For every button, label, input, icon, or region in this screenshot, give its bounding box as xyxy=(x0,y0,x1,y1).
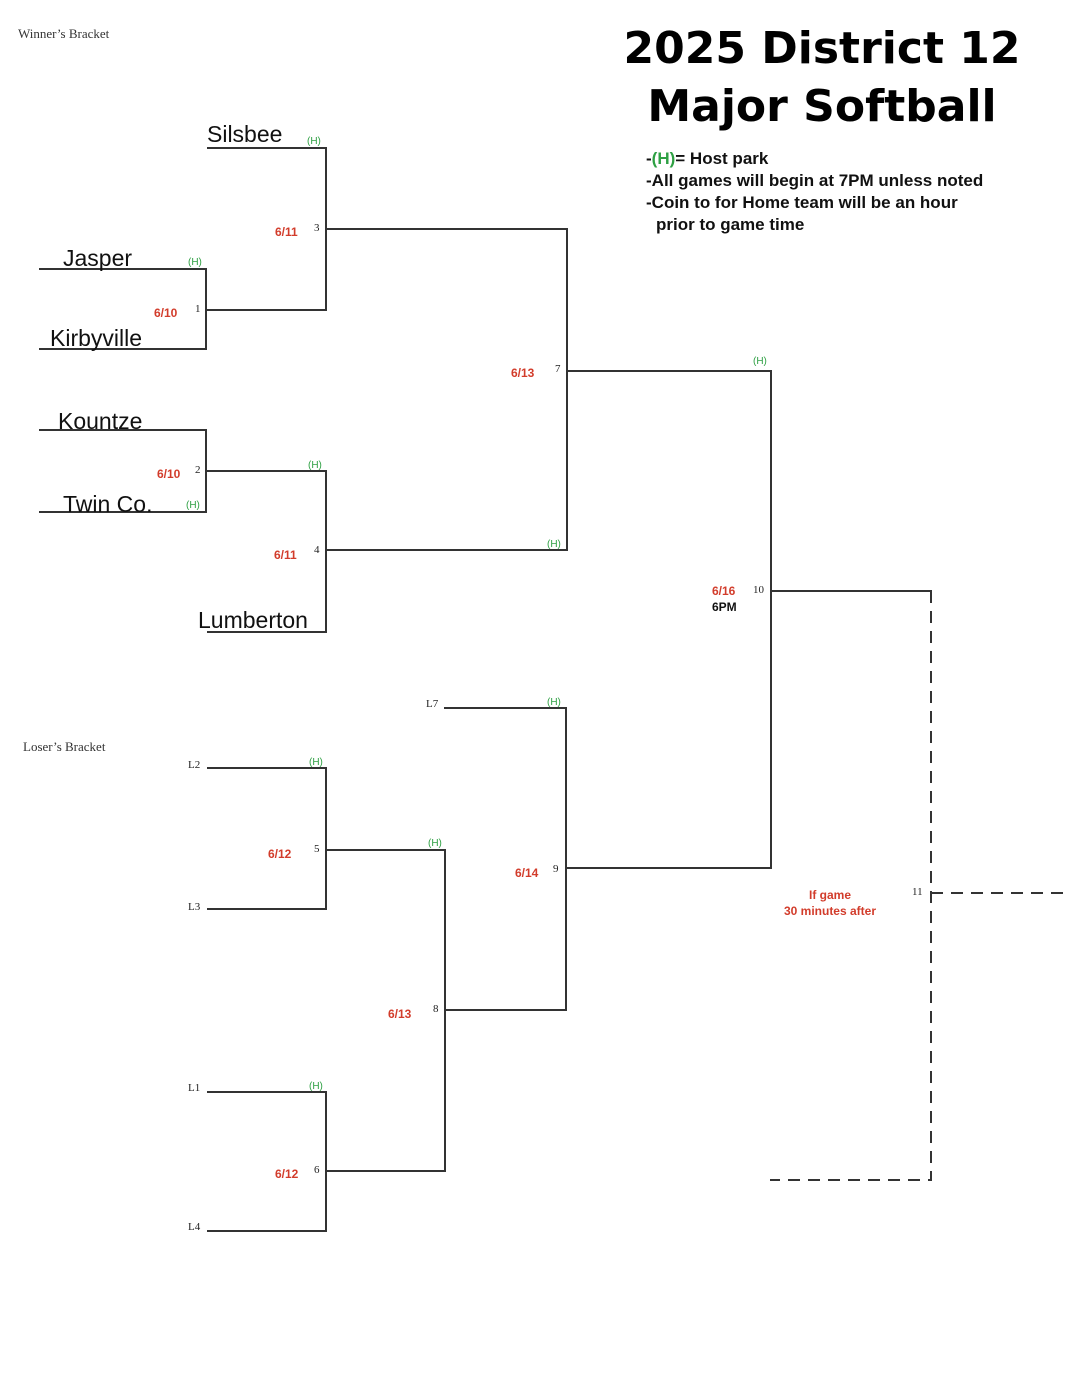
host-marker-game-2-winner: (H) xyxy=(308,460,322,471)
slot-l7: L7 xyxy=(426,698,439,710)
legend-item-host: -(H)= Host park xyxy=(646,149,769,168)
legend-item-coin: -Coin to for Home team will be an hour xyxy=(646,193,958,212)
game-3-date: 6/11 xyxy=(275,225,298,239)
legend-host-text: = Host park xyxy=(675,149,769,168)
game-9-number: 9 xyxy=(553,863,559,875)
game-6-date: 6/12 xyxy=(275,1167,299,1181)
host-marker-l7: (H) xyxy=(547,697,561,708)
host-marker-twin-co: (H) xyxy=(186,500,200,511)
game-11-note: If game 30 minutes after xyxy=(760,887,900,919)
title-line-1: 2025 District 12 xyxy=(623,23,1021,74)
game-1-number: 1 xyxy=(195,303,201,315)
game-4-number: 4 xyxy=(314,544,320,556)
slot-l3: L3 xyxy=(188,901,201,913)
game-2-number: 2 xyxy=(195,464,201,476)
team-lumberton: Lumberton xyxy=(198,607,308,633)
game-5-connector xyxy=(207,767,327,910)
game-8-date: 6/13 xyxy=(388,1007,412,1021)
game-10-date: 6/16 xyxy=(712,584,736,598)
game-11-note-line-2: 30 minutes after xyxy=(783,904,877,918)
slot-l1: L1 xyxy=(188,1082,201,1094)
game-4-connector xyxy=(207,470,327,633)
host-marker-game-7-winner: (H) xyxy=(753,356,767,367)
team-twin-co: Twin Co. xyxy=(63,491,153,517)
game-11-number: 11 xyxy=(912,886,923,898)
game-3-connector xyxy=(207,147,327,311)
game-5-date: 6/12 xyxy=(268,847,292,861)
game-10-connector xyxy=(565,370,772,869)
host-marker-game-5-winner: (H) xyxy=(428,838,442,849)
team-silsbee: Silsbee xyxy=(207,121,283,147)
game-6-number: 6 xyxy=(314,1164,320,1176)
team-jasper: Jasper xyxy=(63,245,133,271)
host-marker-game-4-winner: (H) xyxy=(547,539,561,550)
host-marker-silsbee: (H) xyxy=(307,136,321,147)
title-line-2: Major Softball xyxy=(647,81,997,132)
page-title: 2025 District 12 Major Softball xyxy=(592,20,1052,136)
host-marker-l2: (H) xyxy=(309,757,323,768)
game-11-note-line-1: If game xyxy=(808,888,851,902)
game-3-number: 3 xyxy=(314,222,320,234)
game-11-connector xyxy=(770,591,932,1181)
game-2-date: 6/10 xyxy=(157,467,181,481)
legend-coin-text-1: Coin to for Home team will be an hour xyxy=(651,193,958,212)
slot-l4: L4 xyxy=(188,1221,201,1233)
game-6-connector xyxy=(207,1091,327,1232)
game-7-number: 7 xyxy=(555,363,561,375)
game-10-number: 10 xyxy=(753,584,764,596)
legend-item-start-time: -All games will begin at 7PM unless note… xyxy=(646,171,984,190)
game-1-date: 6/10 xyxy=(154,306,178,320)
game-7-date: 6/13 xyxy=(511,366,535,380)
legend-start-time-text: All games will begin at 7PM unless noted xyxy=(651,171,984,190)
game-9-connector xyxy=(444,707,567,1011)
legend-host-marker: (H) xyxy=(651,149,676,168)
team-kirbyville: Kirbyville xyxy=(50,325,143,351)
legend-item-coin-cont: prior to game time xyxy=(646,214,983,236)
game-10-time: 6PM xyxy=(712,600,737,614)
slot-l2: L2 xyxy=(188,759,201,771)
host-marker-jasper: (H) xyxy=(188,257,202,268)
legend-coin-text-2: prior to game time xyxy=(656,215,805,234)
game-5-number: 5 xyxy=(314,843,320,855)
game-4-date: 6/11 xyxy=(274,548,297,562)
winners-bracket-label: Winner’s Bracket xyxy=(18,26,110,41)
host-marker-l1: (H) xyxy=(309,1081,323,1092)
losers-bracket-label: Loser’s Bracket xyxy=(23,739,106,754)
legend: -(H)= Host park -All games will begin at… xyxy=(646,148,983,236)
team-kountze: Kountze xyxy=(58,408,143,434)
game-9-date: 6/14 xyxy=(515,866,539,880)
game-8-number: 8 xyxy=(433,1003,439,1015)
